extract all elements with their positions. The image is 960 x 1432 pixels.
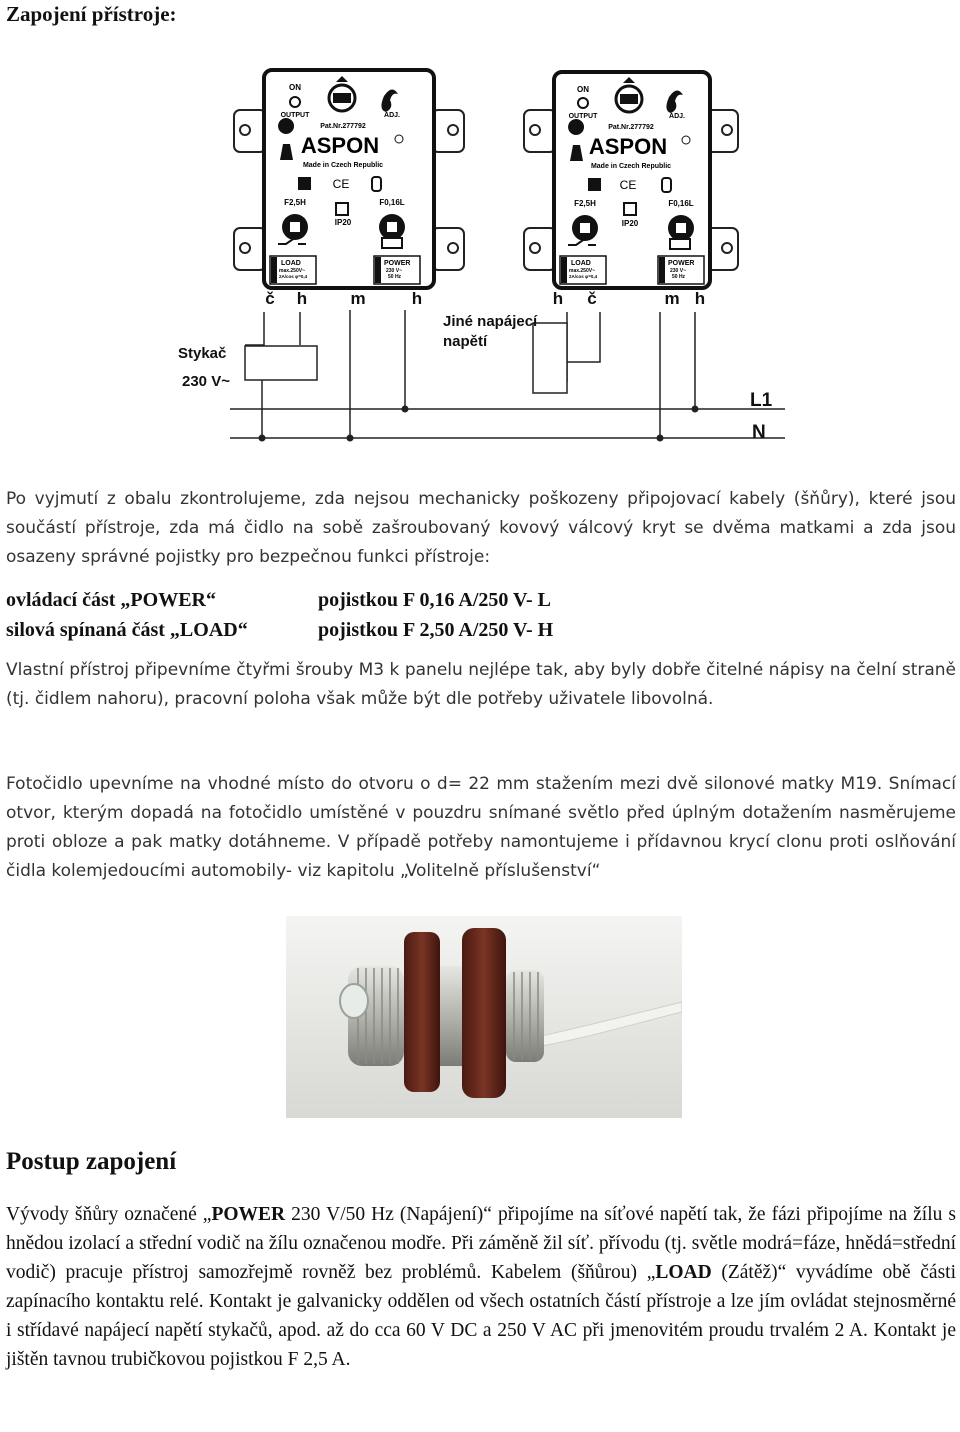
adj-label: ADJ. bbox=[384, 112, 400, 119]
other-supply-label-line1: Jiné napájecí bbox=[443, 313, 538, 330]
sensor-photo bbox=[286, 916, 682, 1118]
wire-label: m bbox=[664, 289, 679, 308]
output-label: OUTPUT bbox=[281, 112, 311, 119]
procedure-paragraph: Vývody šňůry označené „POWER 230 V/50 Hz… bbox=[6, 1200, 956, 1374]
load-label: LOAD bbox=[571, 260, 591, 267]
power-frequency: 50 Hz bbox=[388, 274, 402, 280]
square-mark-icon bbox=[298, 177, 311, 190]
load-cos: 2A/cos φ=0,4 bbox=[569, 274, 598, 279]
wire-junctions bbox=[258, 405, 699, 442]
fuse-right-label: F0,16L bbox=[379, 198, 404, 207]
transformer-icon bbox=[669, 238, 691, 250]
sensor-icon bbox=[614, 77, 644, 114]
wiring bbox=[230, 310, 785, 439]
other-supply-coil bbox=[532, 322, 568, 394]
wire-label: č bbox=[587, 289, 596, 308]
wire-label: h bbox=[297, 289, 307, 308]
n-label: N bbox=[752, 422, 766, 443]
ip-mark-icon bbox=[623, 202, 637, 216]
section-title: Postup zapojení bbox=[6, 1148, 177, 1175]
adjust-icon bbox=[666, 90, 683, 113]
relay-switch-icon bbox=[568, 237, 596, 246]
fuse-left-label: F2,5H bbox=[284, 198, 306, 207]
power-label: POWER bbox=[384, 260, 410, 267]
led-icon bbox=[289, 96, 301, 108]
other-supply-label-line2: napětí bbox=[443, 333, 488, 350]
fuse-part: silová spínaná část „LOAD“ bbox=[6, 619, 248, 641]
procedure-text: 230 V/50 Hz (Napájení)“ připojíme na síť… bbox=[6, 1204, 956, 1283]
brand-name: ASPON bbox=[589, 134, 667, 159]
fuse-part: ovládací část „POWER“ bbox=[6, 589, 216, 611]
page-heading: Zapojení přístroje: bbox=[6, 2, 177, 26]
wire-label: m bbox=[350, 289, 365, 308]
made-in-label: Made in Czech Republic bbox=[303, 162, 383, 169]
power-voltage: 230 V~ bbox=[386, 268, 402, 274]
wiring-diagram: ON OUTPUT ADJ. Pat.Nr.277792 ASPON Made … bbox=[178, 68, 785, 443]
relay-switch-icon bbox=[278, 236, 306, 245]
fuse-row-load: silová spínaná část „LOAD“ pojistkou F 2… bbox=[6, 615, 553, 645]
procedure-text: Vývody šňůry označené „ bbox=[6, 1204, 212, 1225]
wire-label: h bbox=[695, 289, 705, 308]
fuse-right-label: F0,16L bbox=[668, 199, 693, 208]
on-label: ON bbox=[289, 83, 301, 92]
brand-logo-icon bbox=[278, 118, 295, 160]
intro-paragraph: Po vyjmutí z obalu zkontrolujeme, zda ne… bbox=[6, 489, 956, 567]
wire-label: č bbox=[265, 289, 274, 308]
load-rating: max.250V~ bbox=[279, 268, 305, 274]
transformer-icon bbox=[381, 237, 403, 249]
ip-label: IP20 bbox=[622, 219, 639, 228]
ip-label: IP20 bbox=[335, 218, 352, 227]
sensor-icon bbox=[327, 76, 357, 113]
device-left: ON OUTPUT ADJ. Pat.Nr.277792 ASPON Made … bbox=[233, 68, 465, 290]
l1-label: L1 bbox=[750, 390, 773, 411]
brand-name: ASPON bbox=[301, 133, 379, 158]
stykac-label: Stykač bbox=[178, 345, 226, 362]
fuse-value: pojistkou F 0,16 A/250 V- L bbox=[318, 589, 551, 611]
procedure-text: (Zátěž)“ vyvádíme obě části zapínacího k… bbox=[6, 1262, 956, 1370]
load-cos: 2A/cos φ=0,4 bbox=[279, 274, 308, 279]
square-mark-icon bbox=[588, 178, 601, 191]
sensor-window bbox=[339, 983, 369, 1019]
nut bbox=[462, 928, 506, 1098]
power-label: POWER bbox=[668, 260, 694, 267]
fuse-list: ovládací část „POWER“ pojistkou F 0,16 A… bbox=[6, 585, 553, 645]
power-voltage: 230 V~ bbox=[670, 268, 686, 274]
patent-label: Pat.Nr.277792 bbox=[320, 123, 366, 130]
ip-mark-icon bbox=[335, 202, 349, 216]
load-rating: max.250V~ bbox=[569, 268, 595, 274]
device-right: ON OUTPUT ADJ. Pat.Nr.277792 ASPON Made … bbox=[523, 70, 739, 290]
wire-label: h bbox=[553, 289, 563, 308]
load-keyword: LOAD bbox=[655, 1262, 712, 1283]
nut bbox=[404, 932, 440, 1092]
power-frequency: 50 Hz bbox=[672, 274, 686, 280]
cert-mark-icon bbox=[371, 176, 382, 192]
fuse-value: pojistkou F 2,50 A/250 V- H bbox=[318, 619, 554, 641]
power-keyword: POWER bbox=[211, 1204, 286, 1225]
wire-label: h bbox=[412, 289, 422, 308]
cert-mark-icon bbox=[661, 177, 672, 193]
output-label: OUTPUT bbox=[569, 113, 599, 120]
patent-label: Pat.Nr.277792 bbox=[608, 124, 654, 131]
brand-logo-icon bbox=[568, 119, 585, 161]
on-label: ON bbox=[577, 85, 589, 94]
made-in-label: Made in Czech Republic bbox=[591, 163, 671, 170]
adj-label: ADJ. bbox=[669, 113, 685, 120]
ce-mark: CE bbox=[620, 178, 637, 192]
contactor-coil bbox=[244, 345, 318, 381]
adjust-icon bbox=[381, 89, 398, 112]
cable bbox=[540, 1001, 682, 1047]
mounting-paragraph: Vlastní přístroj připevníme čtyřmi šroub… bbox=[6, 660, 956, 709]
fuse-left-label: F2,5H bbox=[574, 199, 596, 208]
fuse-row-power: ovládací část „POWER“ pojistkou F 0,16 A… bbox=[6, 585, 553, 615]
ce-mark: CE bbox=[333, 177, 350, 191]
stykac-voltage: 230 V~ bbox=[182, 373, 230, 390]
load-label: LOAD bbox=[281, 260, 301, 267]
photocell-paragraph: Fotočidlo upevníme na vhodné místo do ot… bbox=[6, 774, 956, 881]
led-icon bbox=[577, 97, 589, 109]
